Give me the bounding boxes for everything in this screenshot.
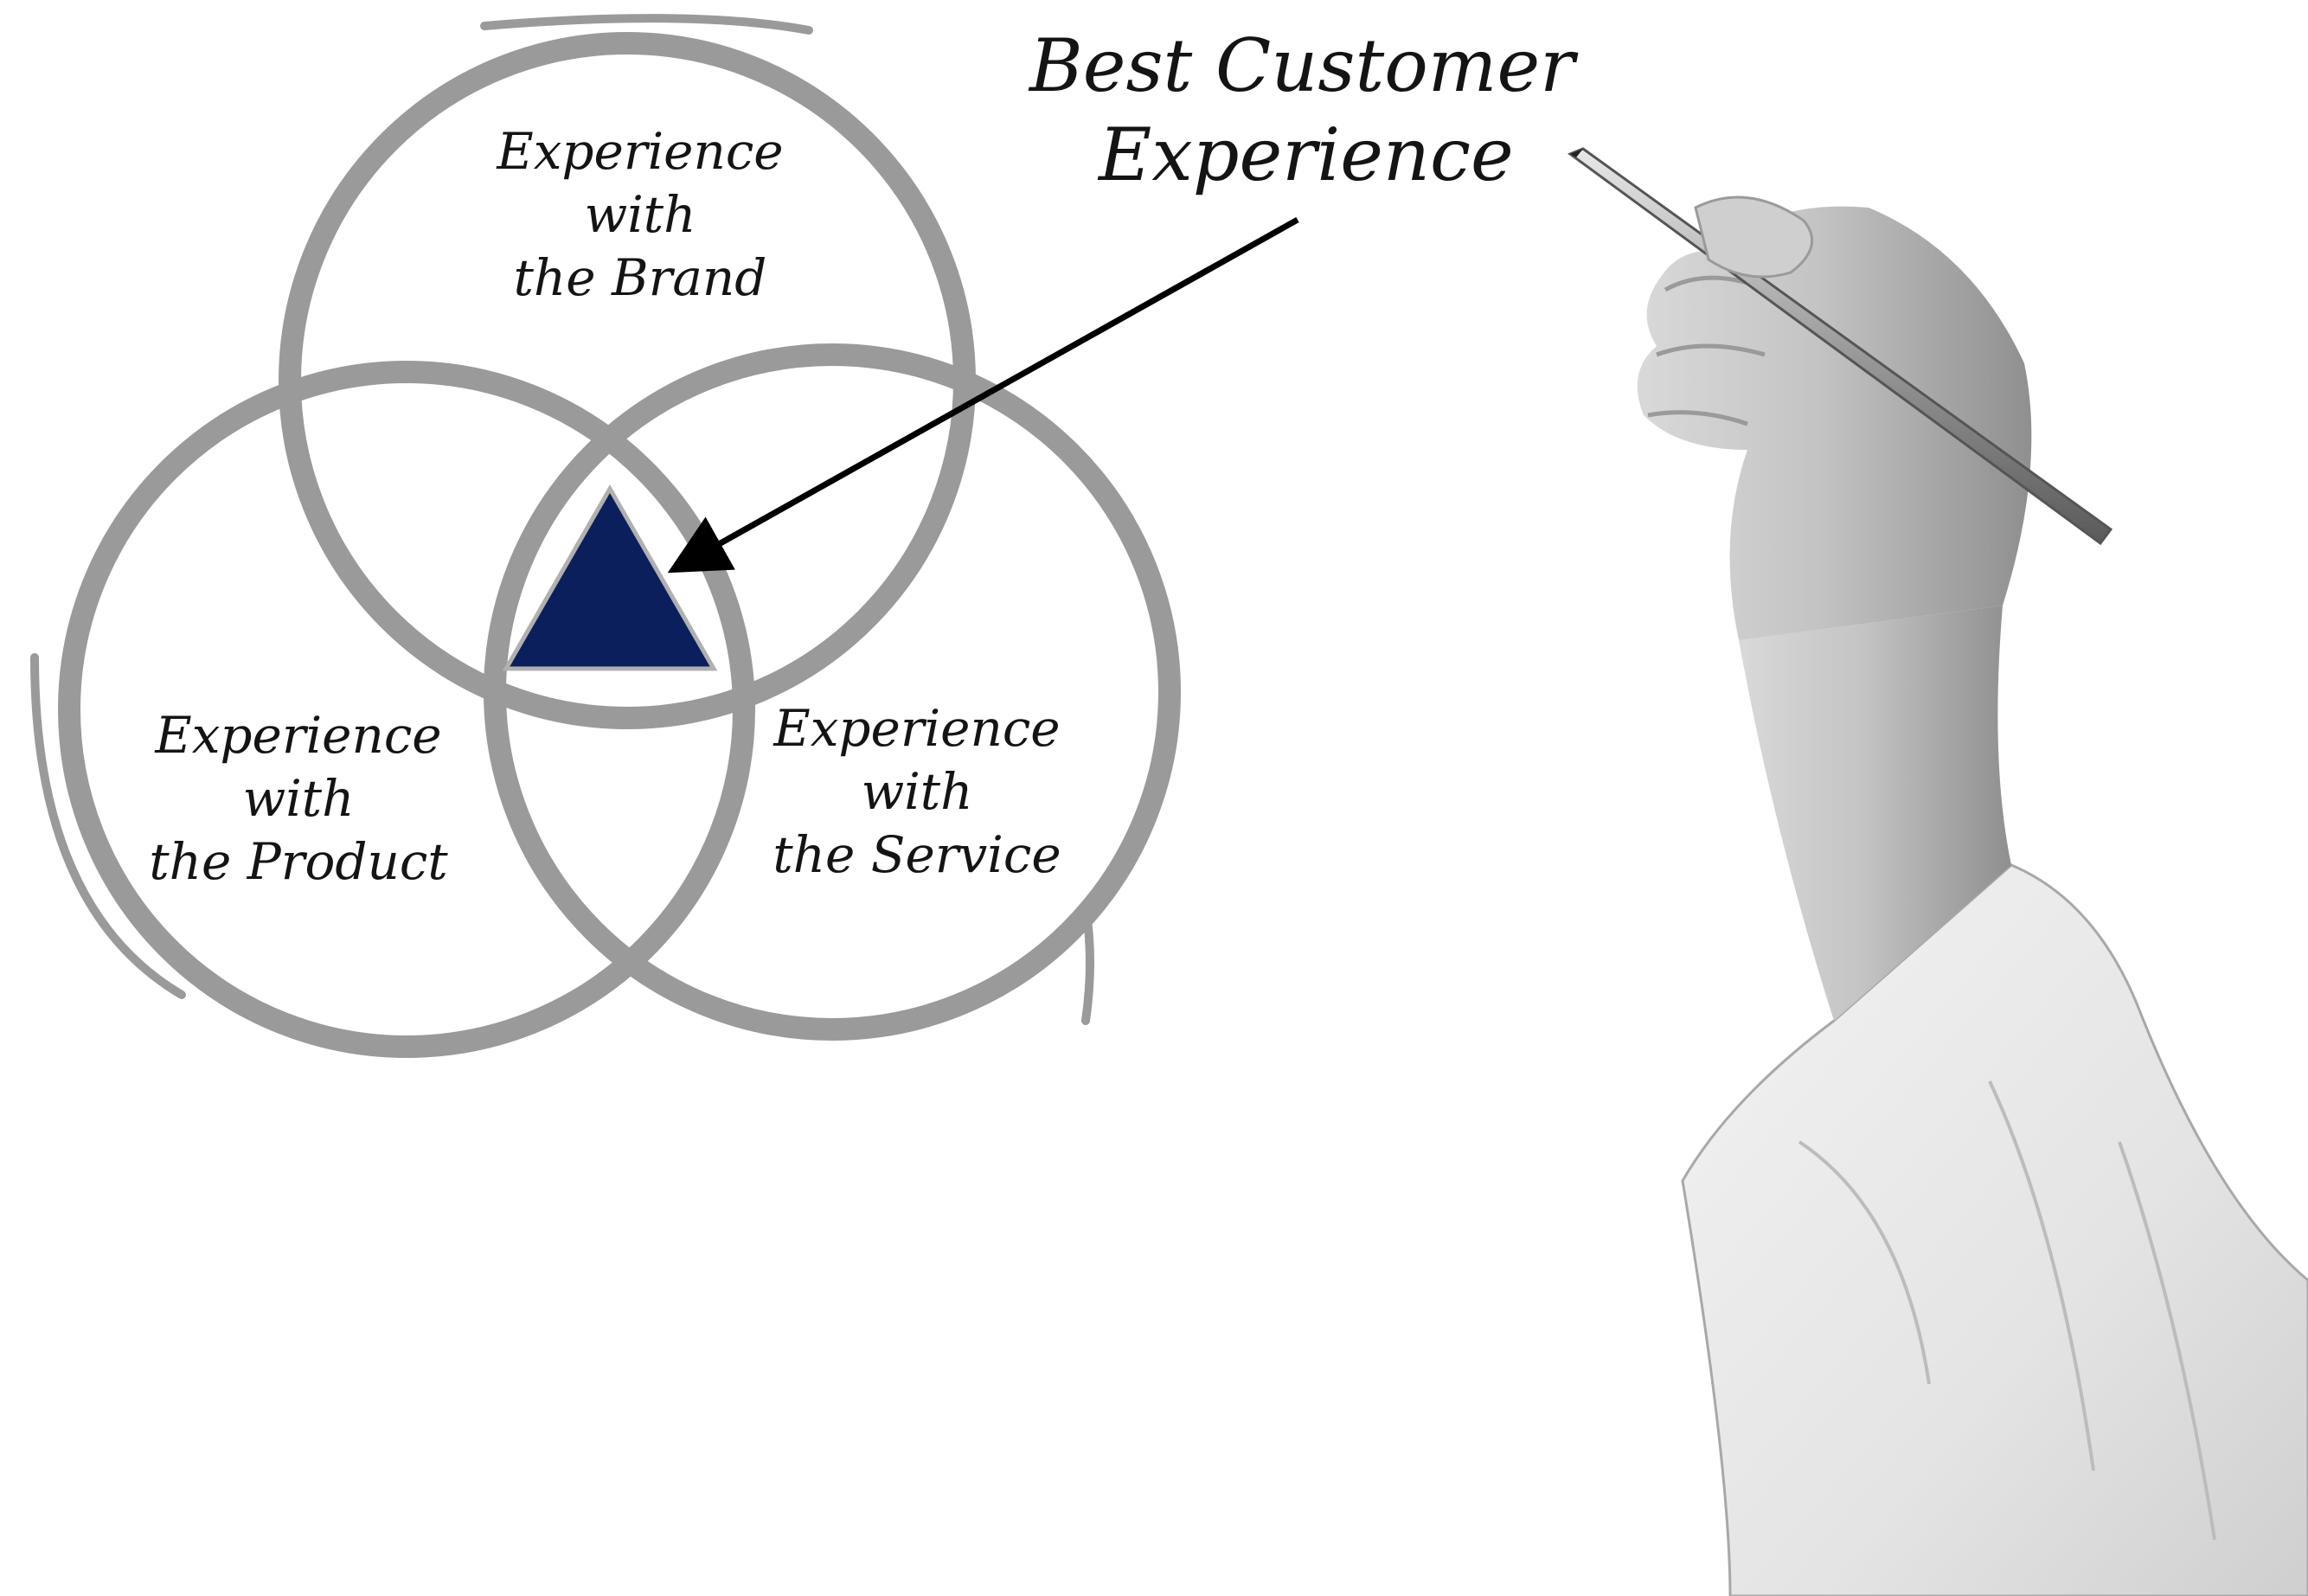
- brush-stroke: [30, 653, 186, 999]
- brand-label-line3: the Brand: [514, 248, 767, 307]
- pointer-arrow-icon: [667, 216, 1299, 574]
- sleeve: [1681, 863, 2308, 1596]
- hand: [1637, 206, 2032, 641]
- venn-diagram: [30, 14, 1181, 1058]
- product-label-line3: the Product: [149, 832, 448, 891]
- hand-illustration: [1567, 147, 2308, 1596]
- service-label-line2: with: [862, 762, 973, 821]
- product-label-line2: with: [243, 769, 355, 828]
- sleeve-fold: [1798, 1080, 2216, 1541]
- product-circle: [58, 361, 755, 1058]
- brand-label: Experience with the Brand: [496, 122, 783, 307]
- forearm: [1739, 606, 2011, 1021]
- service-label: Experience with the Service: [773, 699, 1061, 884]
- product-label-line1: Experience: [154, 706, 441, 765]
- thumb: [1694, 195, 1813, 279]
- service-label-line1: Experience: [773, 699, 1060, 758]
- brush-stroke: [480, 14, 813, 35]
- product-label: Experience with the Product: [149, 706, 448, 891]
- service-circle: [484, 343, 1181, 1041]
- center-triangle-icon: [502, 484, 718, 671]
- headline-line1: Best Customer: [1028, 23, 1579, 108]
- service-label-line3: the Service: [773, 825, 1061, 884]
- brush-stroke: [1081, 904, 1094, 1025]
- finger: [1656, 343, 1766, 357]
- headline: Best Customer Experience: [1028, 23, 1579, 197]
- pen-tip: [1570, 149, 1583, 157]
- brand-label-line2: with: [585, 185, 696, 244]
- headline-line2: Experience: [1097, 112, 1514, 197]
- finger: [1647, 410, 1748, 426]
- brand-label-line1: Experience: [496, 122, 783, 181]
